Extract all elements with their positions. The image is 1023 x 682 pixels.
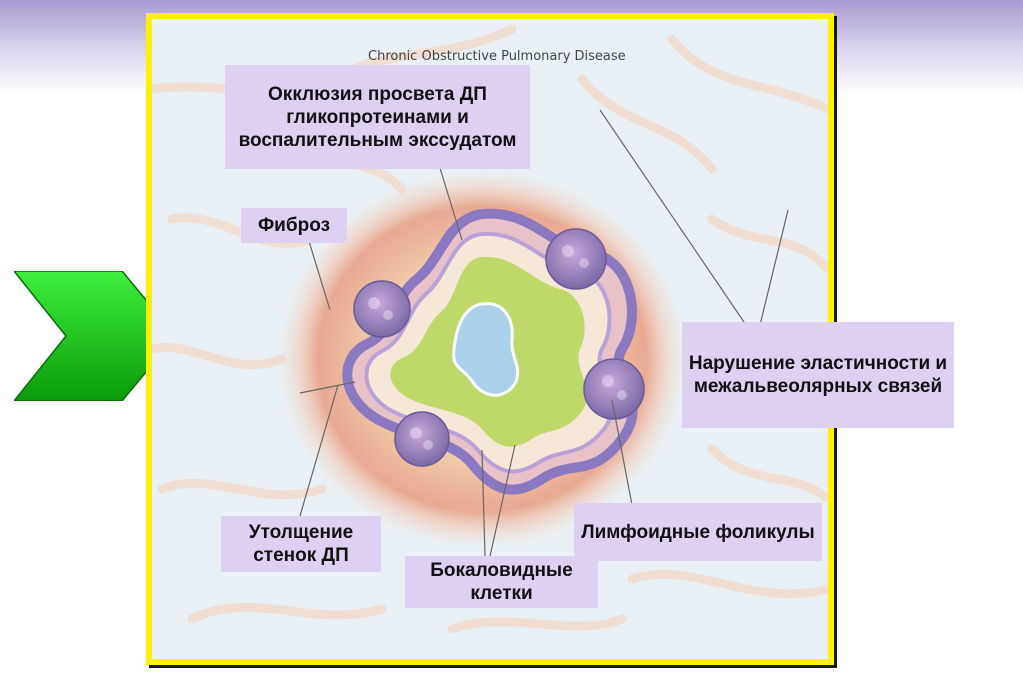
chevron-arrow-icon <box>14 271 176 401</box>
label-elasticity: Нарушение эластичности и межальвеолярных… <box>682 322 954 428</box>
lymphoid-follicles <box>353 228 645 467</box>
label-wall-thickening: Утолщение стенок ДП <box>221 516 381 572</box>
source-title: Chronic Obstructive Pulmonary Disease <box>368 49 626 64</box>
label-goblet-cells: Бокаловидные клетки <box>405 556 598 608</box>
label-fibrosis: Фиброз <box>241 208 347 243</box>
label-occlusion: Окклюзия просвета ДП гликопротеинами и в… <box>225 65 530 169</box>
label-lymphoid-follicles: Лимфоидные фоликулы <box>574 503 822 561</box>
